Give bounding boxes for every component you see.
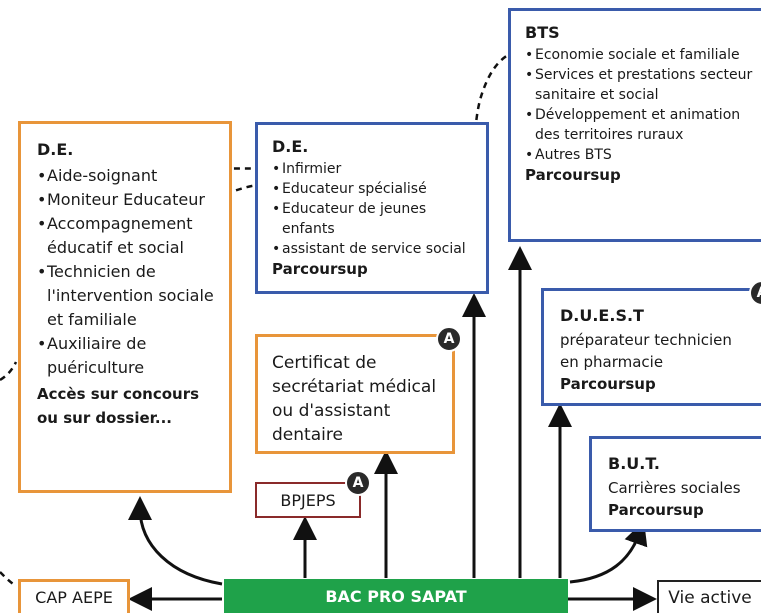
bts-footer: Parcoursup (525, 166, 621, 184)
bts-title: BTS (525, 23, 560, 42)
duest-box: D.U.E.S.T préparateur technicien en phar… (541, 288, 761, 406)
bts-list: Economie sociale et familiale Services e… (525, 45, 755, 165)
dashed-link-bts (457, 50, 516, 206)
list-item: Infirmier (272, 159, 476, 179)
arrow-to-but (569, 520, 648, 584)
de-mid-footer: Parcoursup (272, 260, 368, 278)
but-box: B.U.T. Carrières sociales Parcoursup (589, 436, 761, 532)
duest-footer: Parcoursup (560, 375, 656, 393)
bpjeps-box: BPJEPS (255, 482, 361, 518)
de-mid-title: D.E. (272, 137, 309, 156)
list-item: Technicien de l'intervention sociale et … (37, 260, 217, 332)
list-item: Economie sociale et familiale (525, 45, 755, 65)
list-item: assistant de service social (272, 239, 476, 259)
cap-aepe-label: CAP AEPE (35, 588, 113, 607)
bac-pro-box: BAC PRO SAPAT (224, 579, 568, 613)
dashed-link-bottom-left (0, 571, 17, 588)
list-item: Autres BTS (525, 145, 755, 165)
but-title: B.U.T. (608, 454, 660, 473)
but-description: Carrières sociales (608, 479, 741, 497)
duest-title: D.U.E.S.T (560, 306, 644, 325)
de-left-list: Aide-soignant Moniteur Educateur Accompa… (37, 164, 217, 380)
list-item: Services et prestations secteur sanitair… (525, 65, 755, 105)
bts-box: BTS Economie sociale et familiale Servic… (508, 8, 761, 242)
duest-description: préparateur technicien en pharmacie (560, 331, 732, 371)
de-mid-list: Infirmier Educateur spécialisé Educateur… (272, 159, 476, 259)
dashed-link-left-edge (0, 361, 18, 382)
bac-pro-label: BAC PRO SAPAT (325, 586, 467, 606)
vie-active-label: Vie active (668, 587, 752, 608)
de-left-footer: Accès sur concours ou sur dossier... (37, 385, 200, 427)
list-item: Educateur de jeunes enfants (272, 199, 476, 239)
certificat-box: Certificat de secrétariat médical ou d'a… (255, 334, 455, 454)
bpjeps-label: BPJEPS (280, 490, 336, 510)
certificat-badge-icon: A (436, 326, 462, 352)
de-left-box: D.E. Aide-soignant Moniteur Educateur Ac… (18, 121, 232, 493)
de-mid-box: D.E. Infirmier Educateur spécialisé Educ… (255, 122, 489, 294)
list-item: Moniteur Educateur (37, 188, 217, 212)
certificat-text: Certificat de secrétariat médical ou d'a… (272, 353, 437, 445)
list-item: Développement et animation des territoir… (525, 105, 755, 145)
vie-active-box: Vie active (657, 580, 761, 613)
cap-aepe-box: CAP AEPE (18, 579, 130, 613)
bpjeps-badge-icon: A (345, 470, 371, 496)
but-footer: Parcoursup (608, 501, 704, 519)
de-left-title: D.E. (37, 140, 74, 159)
list-item: Aide-soignant (37, 164, 217, 188)
list-item: Auxiliaire de puériculture (37, 332, 217, 380)
list-item: Accompagnement éducatif et social (37, 212, 217, 260)
list-item: Educateur spécialisé (272, 179, 476, 199)
arrow-to-de-left (128, 496, 223, 586)
